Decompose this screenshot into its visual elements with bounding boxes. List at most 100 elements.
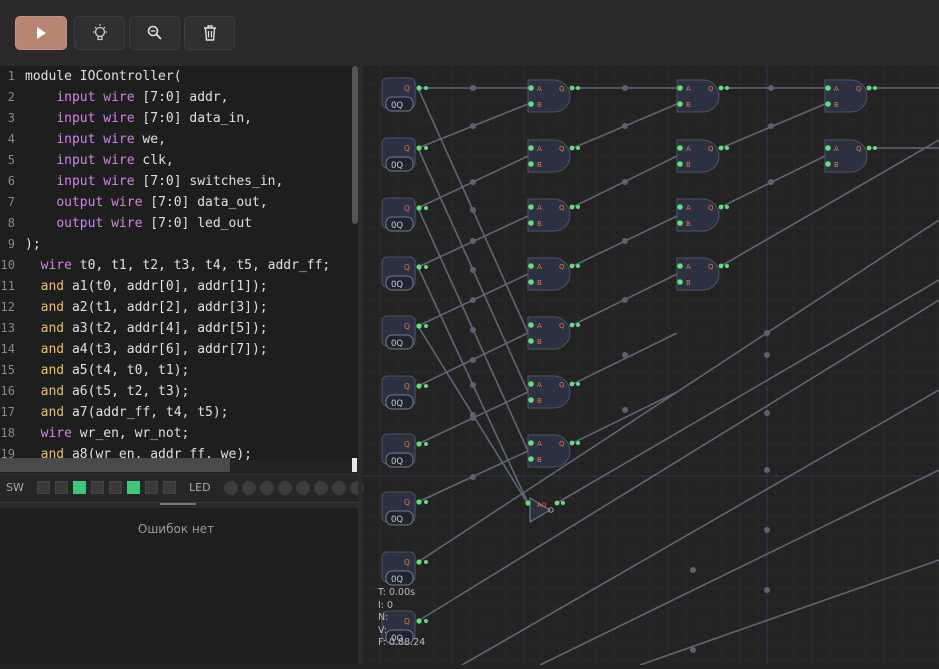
input-value-box[interactable] xyxy=(385,216,414,232)
input-output-pin[interactable] xyxy=(424,86,428,90)
and-gate-body[interactable] xyxy=(527,139,571,173)
gate-output-pin[interactable] xyxy=(569,381,575,387)
input-output-pin[interactable] xyxy=(416,441,422,447)
gate-input-pin[interactable] xyxy=(825,101,831,107)
and-gate-body[interactable] xyxy=(824,139,868,173)
gate-input-pin[interactable] xyxy=(528,279,534,285)
gate-output-pin[interactable] xyxy=(576,146,580,150)
editor-vertical-scrollbar[interactable] xyxy=(352,66,358,224)
input-value-box[interactable] xyxy=(385,452,414,468)
gate-input-pin[interactable] xyxy=(825,161,831,167)
zoom-button[interactable] xyxy=(129,16,180,50)
gate-input-pin[interactable] xyxy=(528,381,534,387)
gate-input-pin[interactable] xyxy=(677,279,683,285)
gate-output-pin[interactable] xyxy=(576,382,580,386)
divider-grip[interactable] xyxy=(160,503,196,505)
gate-input-pin[interactable] xyxy=(677,263,683,269)
gate-output-pin[interactable] xyxy=(718,204,724,210)
gate-output-pin[interactable] xyxy=(569,440,575,446)
input-value-box[interactable] xyxy=(385,275,414,291)
gate-output-pin[interactable] xyxy=(725,86,729,90)
input-output-pin[interactable] xyxy=(416,559,422,565)
gate-output-pin[interactable] xyxy=(866,145,872,151)
not-input-pin[interactable] xyxy=(525,500,531,506)
and-gate-body[interactable] xyxy=(527,316,571,350)
input-value-box[interactable] xyxy=(385,334,414,350)
input-value-box[interactable] xyxy=(385,629,414,645)
switch-1[interactable] xyxy=(55,481,68,494)
gate-output-pin[interactable] xyxy=(725,205,729,209)
gate-output-pin[interactable] xyxy=(718,145,724,151)
and-gate-body[interactable] xyxy=(676,198,720,232)
input-output-pin[interactable] xyxy=(416,618,422,624)
input-output-pin[interactable] xyxy=(424,324,428,328)
gate-input-pin[interactable] xyxy=(528,397,534,403)
trash-button[interactable] xyxy=(184,16,235,50)
input-output-pin[interactable] xyxy=(416,383,422,389)
gate-input-pin[interactable] xyxy=(825,145,831,151)
gate-output-pin[interactable] xyxy=(569,263,575,269)
input-output-pin[interactable] xyxy=(416,323,422,329)
gate-output-pin[interactable] xyxy=(718,263,724,269)
switch-6[interactable] xyxy=(145,481,158,494)
gate-output-pin[interactable] xyxy=(569,145,575,151)
gate-input-pin[interactable] xyxy=(528,263,534,269)
gate-input-pin[interactable] xyxy=(677,204,683,210)
gate-input-pin[interactable] xyxy=(528,161,534,167)
and-gate-body[interactable] xyxy=(527,375,571,409)
circuit-svg[interactable]: Q0QQ0QQ0QQ0QQ0QQ0QQ0QQ0QQ0QQ0QABQABQABQA… xyxy=(361,65,939,666)
input-value-box[interactable] xyxy=(385,510,414,526)
and-gate-body[interactable] xyxy=(527,198,571,232)
input-value-box[interactable] xyxy=(385,96,414,112)
gate-output-pin[interactable] xyxy=(576,264,580,268)
switch-7[interactable] xyxy=(163,481,176,494)
and-gate-body[interactable] xyxy=(676,139,720,173)
gate-input-pin[interactable] xyxy=(528,322,534,328)
input-output-pin[interactable] xyxy=(424,442,428,446)
gate-input-pin[interactable] xyxy=(528,338,534,344)
gate-input-pin[interactable] xyxy=(825,85,831,91)
switch-2[interactable] xyxy=(73,481,86,494)
not-output-pin[interactable] xyxy=(554,500,560,506)
gate-output-pin[interactable] xyxy=(873,146,877,150)
and-gate-body[interactable] xyxy=(676,79,720,113)
gate-input-pin[interactable] xyxy=(528,101,534,107)
input-value-box[interactable] xyxy=(385,570,414,586)
and-gate-body[interactable] xyxy=(676,257,720,291)
input-output-pin[interactable] xyxy=(416,264,422,270)
gate-input-pin[interactable] xyxy=(677,145,683,151)
gate-output-pin[interactable] xyxy=(725,146,729,150)
gate-input-pin[interactable] xyxy=(677,85,683,91)
gate-output-pin[interactable] xyxy=(718,85,724,91)
switch-5[interactable] xyxy=(127,481,140,494)
gate-output-pin[interactable] xyxy=(873,86,877,90)
editor-horizontal-scrollbar[interactable] xyxy=(0,458,230,472)
gate-input-pin[interactable] xyxy=(677,161,683,167)
pane-splitter[interactable] xyxy=(358,66,362,665)
gate-input-pin[interactable] xyxy=(677,101,683,107)
gate-output-pin[interactable] xyxy=(569,85,575,91)
not-output-pin[interactable] xyxy=(561,501,565,505)
gate-output-pin[interactable] xyxy=(576,441,580,445)
gate-output-pin[interactable] xyxy=(576,205,580,209)
gate-input-pin[interactable] xyxy=(528,220,534,226)
input-output-pin[interactable] xyxy=(424,619,428,623)
gate-input-pin[interactable] xyxy=(528,440,534,446)
input-output-pin[interactable] xyxy=(424,265,428,269)
gate-output-pin[interactable] xyxy=(725,264,729,268)
gate-output-pin[interactable] xyxy=(569,204,575,210)
and-gate-body[interactable] xyxy=(527,434,571,468)
switch-3[interactable] xyxy=(91,481,104,494)
input-output-pin[interactable] xyxy=(416,145,422,151)
input-output-pin[interactable] xyxy=(416,205,422,211)
input-output-pin[interactable] xyxy=(416,85,422,91)
lightbulb-button[interactable] xyxy=(74,16,125,50)
run-button[interactable] xyxy=(15,16,67,50)
input-output-pin[interactable] xyxy=(424,500,428,504)
gate-input-pin[interactable] xyxy=(528,204,534,210)
and-gate-body[interactable] xyxy=(824,79,868,113)
input-output-pin[interactable] xyxy=(416,499,422,505)
gate-input-pin[interactable] xyxy=(528,456,534,462)
input-output-pin[interactable] xyxy=(424,206,428,210)
